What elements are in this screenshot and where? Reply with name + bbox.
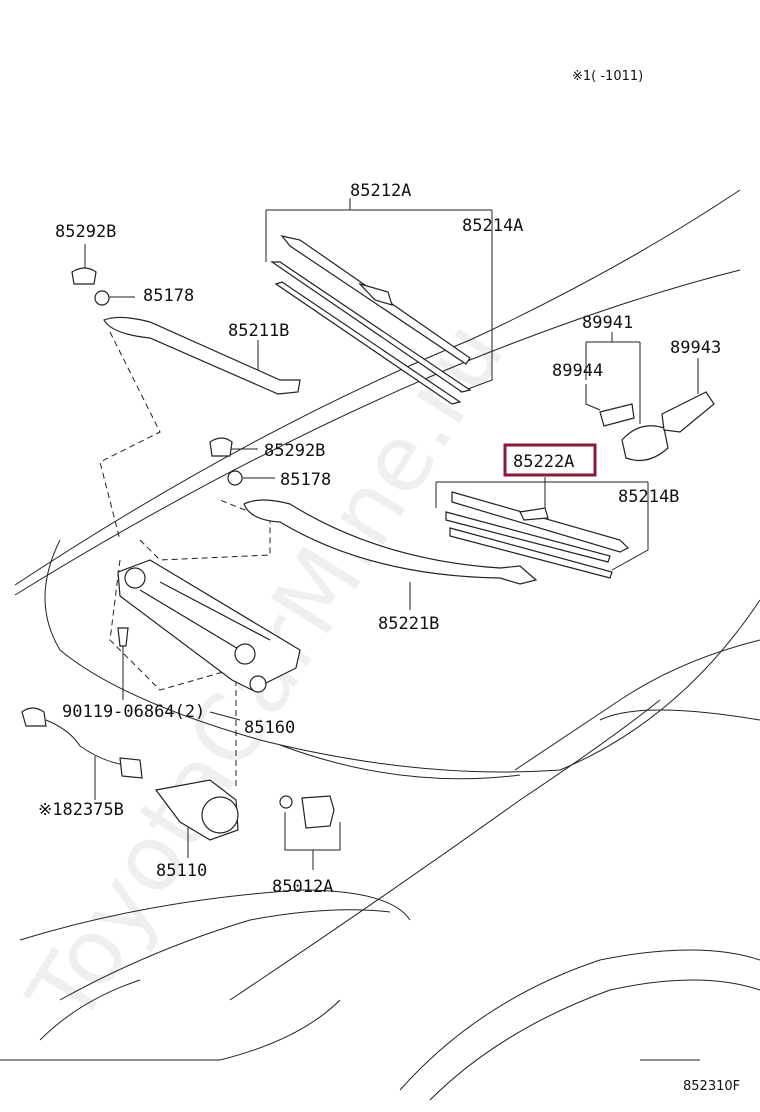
label-85178-mid[interactable]: 85178 xyxy=(280,470,331,490)
wiper-arm-cap-top[interactable] xyxy=(71,267,97,285)
label-85160[interactable]: 85160 xyxy=(244,718,295,738)
label-85214A[interactable]: 85214A xyxy=(462,216,523,236)
wiper-wire-harness[interactable] xyxy=(21,707,143,779)
wiper-nut-mid[interactable] xyxy=(227,470,243,486)
labels: ※1( -1011) 85212A 85214A 85292B 85178 85… xyxy=(38,69,740,1094)
label-82375B[interactable]: ※182375B xyxy=(38,800,124,820)
parts xyxy=(21,235,715,841)
label-89944[interactable]: 89944 xyxy=(552,361,603,381)
header-note: ※1( -1011) xyxy=(572,69,643,84)
rain-sensor[interactable] xyxy=(621,425,669,461)
wiper-link-assembly[interactable] xyxy=(117,559,301,693)
wiper-arm-cap-mid[interactable] xyxy=(209,437,233,457)
rear-wiper-arm[interactable] xyxy=(243,499,538,585)
label-90119-06864[interactable]: 90119-06864(2) xyxy=(62,702,205,722)
label-85110[interactable]: 85110 xyxy=(156,861,207,881)
vehicle-body-outline xyxy=(0,189,760,1101)
front-wiper-blade[interactable] xyxy=(270,235,472,405)
label-85222A[interactable]: 85222A xyxy=(513,452,574,472)
label-85292B-top[interactable]: 85292B xyxy=(55,222,116,242)
wiper-nut-top[interactable] xyxy=(94,290,110,306)
label-85292B-mid[interactable]: 85292B xyxy=(264,441,325,461)
front-wiper-arm[interactable] xyxy=(103,316,301,395)
highlight-box xyxy=(503,443,597,477)
leader-lines xyxy=(84,198,699,870)
rain-sensor-pad[interactable] xyxy=(599,403,635,427)
rear-wiper-blade[interactable] xyxy=(445,491,630,579)
rain-sensor-cover[interactable] xyxy=(661,391,715,433)
label-89941[interactable]: 89941 xyxy=(582,313,633,333)
motor-bracket[interactable] xyxy=(279,795,335,829)
figure-code: 852310F xyxy=(683,1079,740,1094)
label-85212A[interactable]: 85212A xyxy=(350,181,411,201)
label-85214B[interactable]: 85214B xyxy=(618,487,679,507)
label-85211B[interactable]: 85211B xyxy=(228,321,289,341)
bolt[interactable] xyxy=(117,627,129,647)
label-89943[interactable]: 89943 xyxy=(670,338,721,358)
wiper-motor[interactable] xyxy=(154,779,239,841)
label-85221B[interactable]: 85221B xyxy=(378,614,439,634)
label-85012A[interactable]: 85012A xyxy=(272,877,333,897)
label-85178-top[interactable]: 85178 xyxy=(143,286,194,306)
